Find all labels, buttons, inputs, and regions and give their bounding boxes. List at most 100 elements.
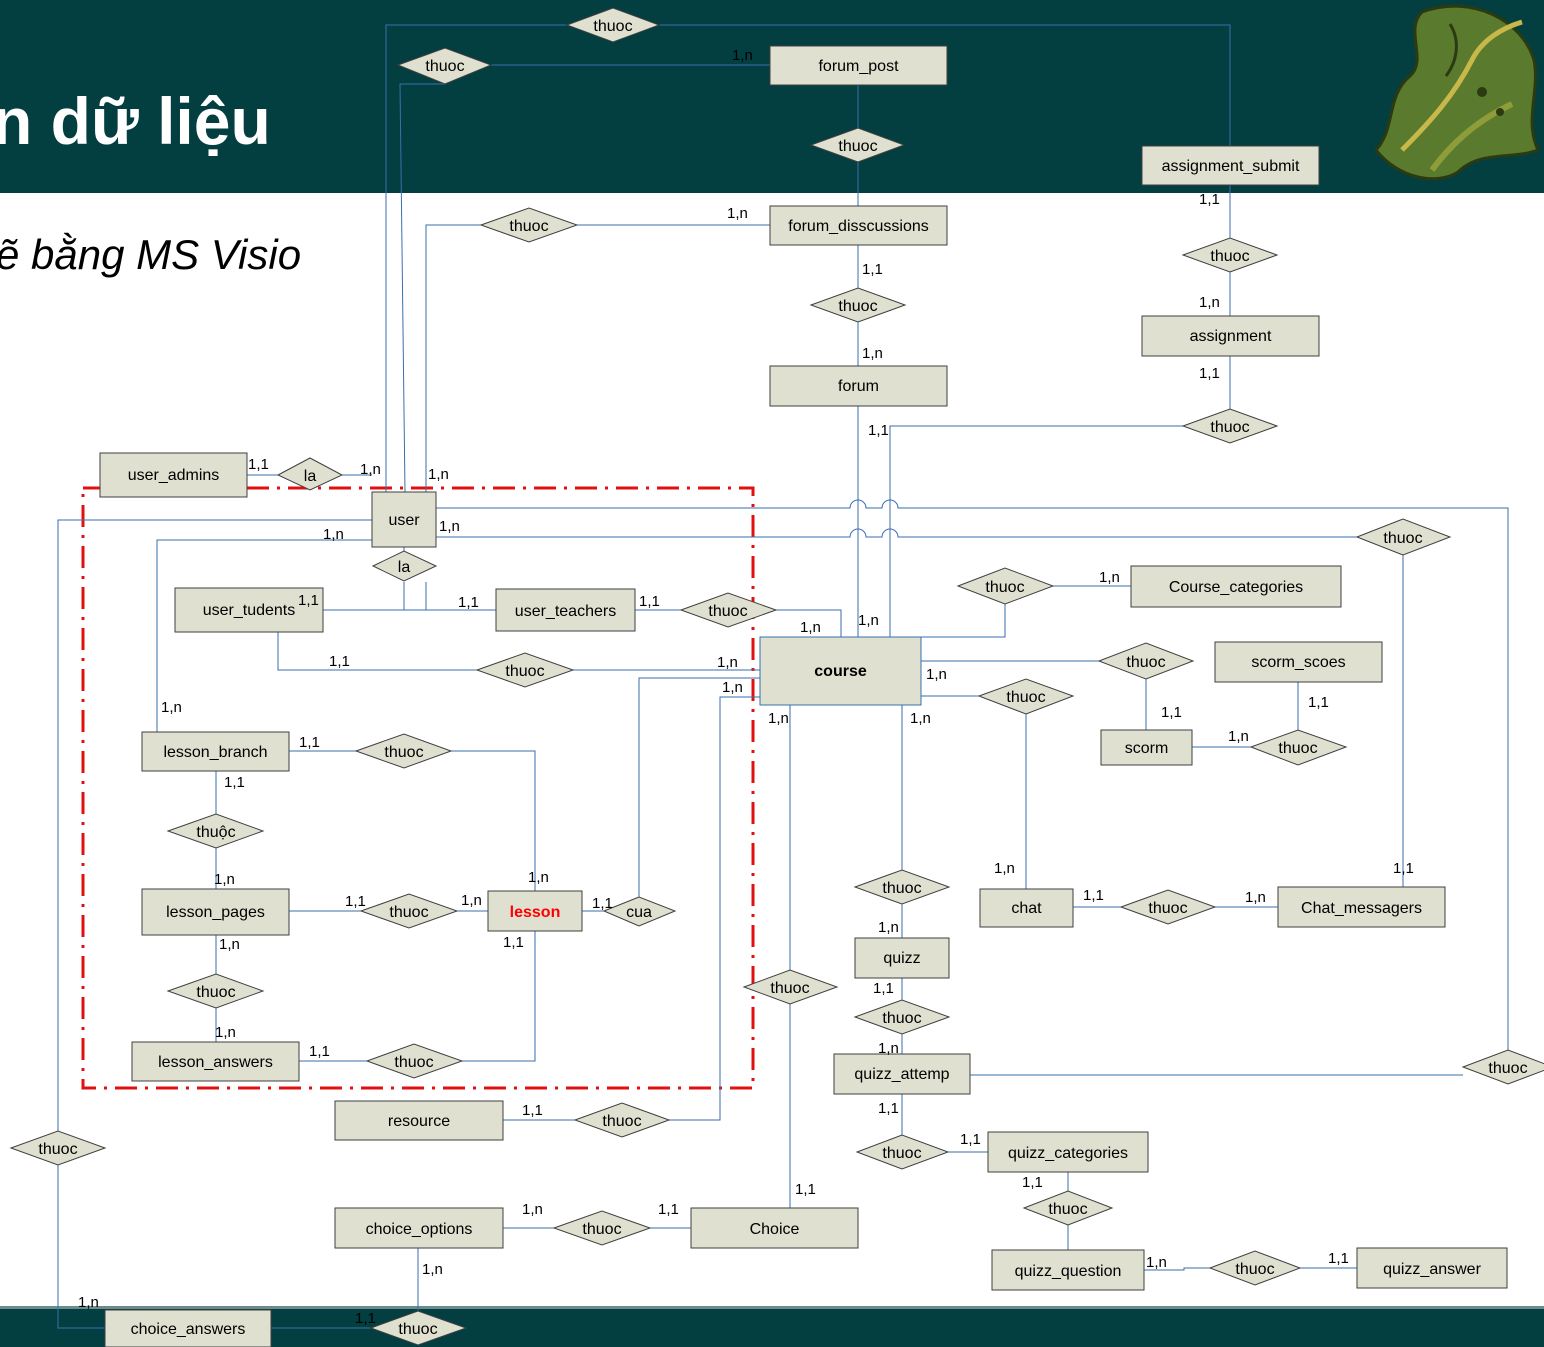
cardinality-label: 1,n bbox=[732, 47, 753, 64]
svg-text:thuộc: thuộc bbox=[196, 824, 235, 841]
entity-user-admins: user_admins bbox=[99, 452, 248, 498]
cardinality-label: 1,n bbox=[926, 666, 947, 683]
rel-disc-user: thuoc bbox=[479, 207, 579, 243]
svg-text:choice_answers: choice_answers bbox=[131, 1321, 246, 1338]
svg-text:thuoc: thuoc bbox=[389, 904, 428, 921]
cardinality-label: 1,n bbox=[360, 461, 381, 478]
svg-text:thuoc: thuoc bbox=[882, 1145, 921, 1162]
entity-forum-post: forum_post bbox=[769, 45, 948, 86]
svg-text:thuoc: thuoc bbox=[1278, 740, 1317, 757]
rel-quizz-attemp: thuoc bbox=[853, 999, 951, 1035]
svg-text:user_teachers: user_teachers bbox=[515, 603, 616, 620]
rel-pages-answers: thuoc bbox=[166, 973, 265, 1009]
entity-course: course bbox=[759, 636, 922, 706]
cardinality-label: 1,n bbox=[1146, 1254, 1167, 1271]
svg-text:lesson_branch: lesson_branch bbox=[163, 744, 267, 761]
rel-assign-course: thuoc bbox=[1181, 408, 1279, 444]
entity-user: user bbox=[371, 491, 437, 548]
cardinality-label: 1,1 bbox=[878, 1100, 899, 1117]
entity-scorm: scorm bbox=[1100, 729, 1193, 766]
cardinality-label: 1,1 bbox=[299, 734, 320, 751]
entity-user-tudents: user_tudents bbox=[174, 587, 324, 633]
rel-branch-lesson: thuoc bbox=[354, 733, 453, 769]
cardinality-label: 1,n bbox=[215, 1024, 236, 1041]
svg-text:thuoc: thuoc bbox=[708, 603, 747, 620]
cardinality-label: 1,1 bbox=[868, 422, 889, 439]
svg-text:quizz_answer: quizz_answer bbox=[1383, 1261, 1482, 1278]
svg-text:thuoc: thuoc bbox=[838, 138, 877, 155]
cardinality-label: 1,1 bbox=[345, 893, 366, 910]
svg-text:quizz: quizz bbox=[883, 950, 920, 967]
entity-quizz-categories: quizz_categories bbox=[987, 1131, 1149, 1173]
entity-user-teachers: user_teachers bbox=[495, 588, 636, 632]
entity-choice-answers: choice_answers bbox=[104, 1309, 272, 1347]
svg-text:quizz_question: quizz_question bbox=[1015, 1263, 1122, 1280]
rel-course-scorm: thuoc bbox=[1097, 642, 1195, 680]
rel-submit-assign: thuoc bbox=[1181, 237, 1279, 273]
svg-text:thuoc: thuoc bbox=[384, 744, 423, 761]
rel-scorm-scoes: thuoc bbox=[1249, 729, 1348, 766]
svg-text:course: course bbox=[814, 663, 867, 680]
dashed-frame bbox=[81, 486, 755, 1090]
cardinality-label: 1,n bbox=[78, 1294, 99, 1311]
svg-text:thuoc: thuoc bbox=[1210, 419, 1249, 436]
rel-options-answers: thuoc bbox=[369, 1310, 468, 1346]
cardinality-label: 1,1 bbox=[522, 1102, 543, 1119]
svg-text:scorm_scoes: scorm_scoes bbox=[1251, 654, 1345, 671]
svg-text:thuoc: thuoc bbox=[1148, 900, 1187, 917]
entity-lesson-branch: lesson_branch bbox=[141, 731, 290, 772]
rel-admin-user-la: la bbox=[276, 457, 344, 491]
svg-text:Chat_messagers: Chat_messagers bbox=[1301, 900, 1422, 917]
svg-text:thuoc: thuoc bbox=[1048, 1201, 1087, 1218]
svg-text:Choice: Choice bbox=[750, 1221, 800, 1238]
svg-text:thuoc: thuoc bbox=[882, 1010, 921, 1027]
cardinality-label: 1,1 bbox=[1393, 860, 1414, 877]
cardinality-label: 1,1 bbox=[503, 934, 524, 951]
cardinality-label: 1,n bbox=[528, 869, 549, 886]
rel-cat-question: thuoc bbox=[1022, 1190, 1114, 1226]
svg-text:thuoc: thuoc bbox=[1235, 1261, 1274, 1278]
cardinality-label: 1,1 bbox=[639, 593, 660, 610]
rel-answers-lesson: thuoc bbox=[365, 1043, 464, 1079]
svg-text:thuoc: thuoc bbox=[582, 1221, 621, 1238]
svg-text:lesson_pages: lesson_pages bbox=[166, 904, 265, 921]
cardinality-label: 1,n bbox=[994, 860, 1015, 877]
cardinality-label: 1,n bbox=[727, 205, 748, 222]
rel-course-choice: thuoc bbox=[742, 969, 839, 1005]
cardinality-label: 1,n bbox=[910, 710, 931, 727]
svg-text:lesson: lesson bbox=[510, 904, 561, 921]
cardinality-label: 1,1 bbox=[298, 592, 319, 609]
svg-text:lesson_answers: lesson_answers bbox=[158, 1054, 273, 1071]
svg-text:thuoc: thuoc bbox=[196, 984, 235, 1001]
entity-quizz: quizz bbox=[854, 937, 950, 979]
cardinality-label: 1,n bbox=[862, 345, 883, 362]
rel-disc-forum: thuoc bbox=[809, 287, 907, 323]
svg-text:thuoc: thuoc bbox=[593, 18, 632, 35]
svg-text:user_tudents: user_tudents bbox=[203, 602, 296, 619]
cardinality-label: 1,n bbox=[439, 518, 460, 535]
svg-text:thuoc: thuoc bbox=[1488, 1060, 1527, 1077]
rel-chat-msg: thuoc bbox=[1119, 889, 1217, 925]
svg-text:thuoc: thuoc bbox=[1006, 689, 1045, 706]
cardinality-label: 1,1 bbox=[960, 1131, 981, 1148]
entity-lesson: lesson bbox=[487, 890, 583, 932]
cardinality-label: 1,1 bbox=[658, 1201, 679, 1218]
svg-text:la: la bbox=[398, 559, 411, 576]
svg-text:thuoc: thuoc bbox=[38, 1141, 77, 1158]
rel-user-choiceans: thuoc bbox=[9, 1130, 107, 1166]
svg-text:forum_post: forum_post bbox=[818, 58, 899, 75]
cardinality-label: 1,n bbox=[768, 710, 789, 727]
connectors bbox=[57, 24, 1509, 1329]
entity-lesson-answers: lesson_answers bbox=[131, 1041, 300, 1082]
entity-chat: chat bbox=[979, 888, 1074, 928]
rel-resource-course: thuoc bbox=[573, 1102, 671, 1138]
entity-choice: Choice bbox=[690, 1207, 859, 1249]
cardinality-label: 1,1 bbox=[873, 980, 894, 997]
rel-question-answer: thuoc bbox=[1208, 1250, 1302, 1286]
cardinality-label: 1,n bbox=[858, 612, 879, 629]
cardinality-label: 1,1 bbox=[224, 774, 245, 791]
cardinality-label: 1,n bbox=[522, 1201, 543, 1218]
cardinality-label: 1,1 bbox=[1161, 704, 1182, 721]
entity-quizz-question: quizz_question bbox=[991, 1249, 1145, 1291]
cardinality-label: 1,n bbox=[1245, 889, 1266, 906]
